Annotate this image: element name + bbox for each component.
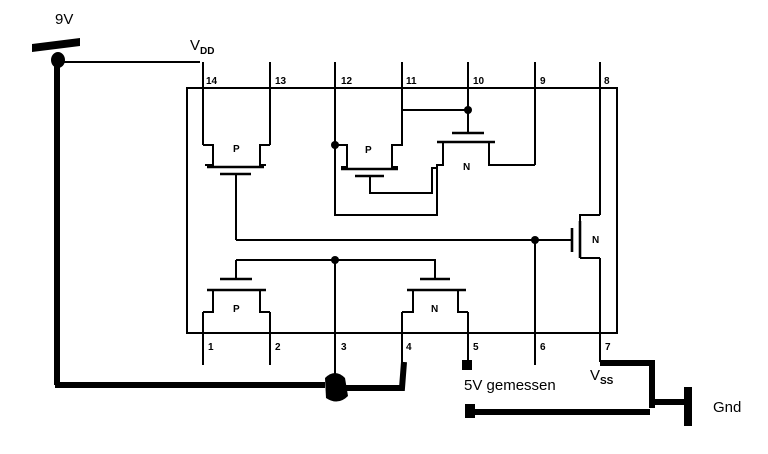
transistor-n-right: N — [236, 214, 600, 259]
transistor-label: N — [431, 304, 438, 315]
pin-number: 14 — [206, 76, 218, 87]
pin-number: 6 — [540, 342, 546, 353]
pin-number: 11 — [406, 76, 417, 87]
vdd-label: VDD — [190, 37, 214, 57]
transistor-p-bottom-left: P — [203, 260, 270, 315]
transistor-label: P — [233, 144, 240, 155]
transistor-label: N — [463, 162, 470, 173]
transistor-n-bottom-mid: N — [236, 259, 468, 315]
pin-number: 9 — [540, 76, 546, 87]
bottom-pin-leads — [202, 240, 601, 385]
vss-label: VSS — [590, 367, 614, 387]
transistor-label: N — [592, 235, 599, 246]
pin-number: 13 — [275, 76, 287, 87]
pin-number: 5 — [473, 342, 479, 353]
junction-dots — [331, 106, 539, 264]
transistor-label: P — [365, 145, 372, 156]
supply-wiring — [32, 38, 407, 402]
pin-number: 2 — [275, 342, 281, 353]
pin-number: 12 — [341, 76, 353, 87]
pin5-probe — [462, 360, 472, 370]
transistor-label: P — [233, 304, 240, 315]
transistor-p-top-mid: P — [335, 110, 437, 194]
ground-wiring — [465, 360, 692, 426]
pin-number: 4 — [406, 342, 412, 353]
measured-voltage-label: 5V gemessen — [464, 377, 556, 394]
transistor-p-top-left: P — [203, 144, 270, 240]
transistor-n-top-mid: N — [334, 109, 535, 216]
pin-number: 10 — [473, 76, 485, 87]
ground-label: Gnd — [713, 399, 741, 416]
pin-number: 3 — [341, 342, 347, 353]
supply-voltage-label: 9V — [55, 11, 73, 28]
pin-number: 8 — [604, 76, 610, 87]
pin-number: 1 — [208, 342, 214, 353]
pin-number: 7 — [605, 342, 611, 353]
